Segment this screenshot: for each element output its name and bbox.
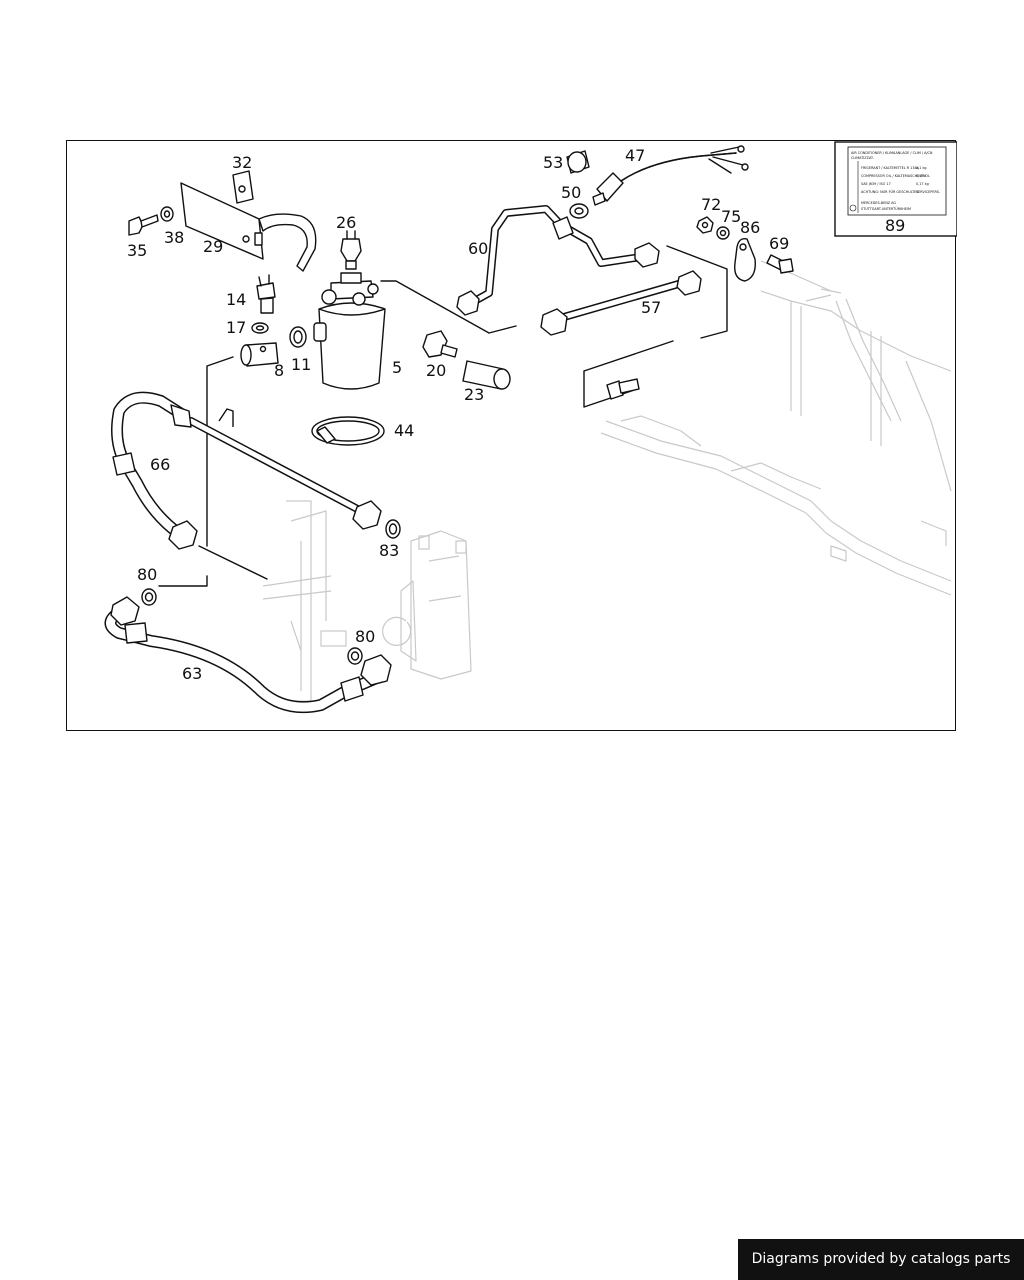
- part-47-pressure-switch: [592, 145, 749, 206]
- part-32-plate: [232, 170, 254, 204]
- callout-60: 60: [468, 239, 488, 258]
- callout-38: 38: [164, 228, 184, 247]
- callout-86: 86: [740, 218, 760, 237]
- sticker-row-2-value: 0,17 l: [916, 174, 926, 178]
- sticker-row-3-value: 0,17 kg: [916, 182, 929, 186]
- callout-50: 50: [561, 183, 581, 202]
- part-63-hose: [104, 596, 392, 714]
- ac-parts-diagram: 32 53 47 50 26 60 72 75 86 69 35 38 29 1…: [104, 141, 957, 714]
- part-35-bolt: [128, 214, 159, 236]
- fitting-small: [606, 378, 640, 400]
- part-80-seal-left: [141, 588, 157, 606]
- callout-75: 75: [721, 207, 741, 226]
- sticker-row-2-label: COMPRESSOR OIL / KALTEMASCHINENOL: [861, 174, 930, 178]
- callout-44: 44: [394, 421, 414, 440]
- part-14-sensor: [256, 274, 276, 314]
- part-60-pipe: [456, 205, 660, 316]
- credit-banner: Diagrams provided by catalogs parts: [738, 1239, 1024, 1280]
- part-66-hose-line: [111, 391, 382, 550]
- part-23-cap: [462, 360, 511, 390]
- part-38-washer: [160, 206, 174, 222]
- callout-35: 35: [127, 241, 147, 260]
- callout-53: 53: [543, 153, 563, 172]
- callout-80-right: 80: [355, 627, 375, 646]
- part-86-clip: [734, 237, 756, 282]
- callout-23: 23: [464, 385, 484, 404]
- part-83-seal: [385, 519, 401, 539]
- callout-72: 72: [701, 195, 721, 214]
- callout-17: 17: [226, 318, 246, 337]
- callout-29: 29: [203, 237, 223, 256]
- callout-57: 57: [641, 298, 661, 317]
- part-44-clamp-band: [311, 416, 385, 446]
- part-26-switch: [340, 230, 362, 270]
- part-57-pipe: [540, 270, 702, 336]
- callout-32: 32: [232, 153, 252, 172]
- part-20-fitting: [422, 330, 458, 358]
- callout-66: 66: [150, 455, 170, 474]
- callout-20: 20: [426, 361, 446, 380]
- callout-69: 69: [769, 234, 789, 253]
- callout-63: 63: [182, 664, 202, 683]
- sticker-row-6-label: STUTTGART-UNTERTÜRKHEIM: [861, 206, 911, 211]
- callout-11: 11: [291, 355, 311, 374]
- part-50-seal: [569, 203, 589, 219]
- callout-labels: 32 53 47 50 26 60 72 75 86 69 35 38 29 1…: [127, 146, 789, 683]
- sticker-row-1-label: FRIGERANT / KALTEMITTEL R 134a: [861, 166, 919, 170]
- sticker-row-1-value: 0,1 kg: [916, 166, 927, 170]
- part-5-receiver-drier: [313, 272, 386, 390]
- part-69-bolt: [766, 254, 794, 274]
- part-80-seal-right: [347, 647, 363, 665]
- callout-8: 8: [274, 361, 284, 380]
- condenser-outline: [262, 500, 472, 702]
- callout-89: 89: [885, 216, 905, 235]
- sticker-row-3-label: SAE J639 / ISO 17: [861, 182, 891, 186]
- sticker-title-2: CLIMATIZZAT.: [851, 156, 874, 160]
- callout-80-left: 80: [137, 565, 157, 584]
- callout-5: 5: [392, 358, 402, 377]
- part-17-seal: [251, 322, 269, 334]
- part-75-washer: [716, 226, 730, 240]
- part-89-label-box: AIR CONDITIONER / KLIMAANLAGE / CLIM / A…: [834, 141, 957, 237]
- callout-26: 26: [336, 213, 356, 232]
- sticker-row-5-label: MERCEDES-BENZ AG: [861, 201, 896, 205]
- part-29-bracket: [180, 182, 317, 272]
- sticker-title-1: AIR CONDITIONER / KLIMAANLAGE / CLIM / A…: [851, 151, 933, 155]
- part-53-cap: [566, 150, 590, 174]
- parts-diagram-frame: 32 53 47 50 26 60 72 75 86 69 35 38 29 1…: [66, 140, 957, 731]
- sticker-row-4-label: ACHTUNG: NUR FÜR GESCHULTES: [861, 189, 919, 194]
- callout-83: 83: [379, 541, 399, 560]
- assembly-lines: [158, 245, 728, 587]
- callout-14: 14: [226, 290, 246, 309]
- sticker-row-4-value: SERVICEPERS.: [916, 190, 940, 194]
- part-8-fitting: [240, 342, 279, 367]
- part-11-seal-ring: [289, 326, 307, 348]
- callout-47: 47: [625, 146, 645, 165]
- part-72-nut: [696, 216, 714, 234]
